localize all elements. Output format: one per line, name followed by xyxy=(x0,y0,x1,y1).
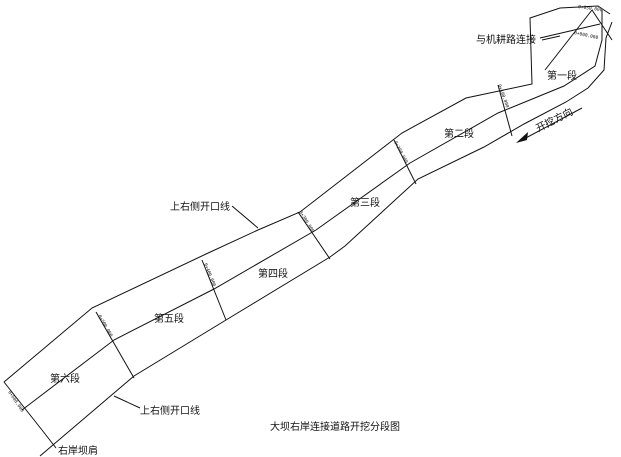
segment-label-6: 第六段 xyxy=(50,372,80,385)
leader-upper-opening xyxy=(231,205,259,229)
connector-line-1 xyxy=(544,9,593,71)
leader-connector xyxy=(541,35,561,41)
section-line-3 xyxy=(297,211,331,260)
segment-label-5: 第五段 xyxy=(154,312,184,325)
segment-label-4: 第四段 xyxy=(258,267,288,280)
connector-line-2 xyxy=(591,9,613,41)
drawing-title: 大坝右岸连接道路开挖分段图 xyxy=(270,420,400,433)
leader-dam-shoulder xyxy=(41,429,57,449)
station-label: 0+300.000 xyxy=(297,210,315,234)
upper-opening-label: 上右侧开口线 xyxy=(170,200,230,213)
lower-opening-label: 上右侧开口线 xyxy=(140,404,200,417)
lower-opening-line xyxy=(39,21,613,457)
station-label: 0+000.000 xyxy=(574,30,599,41)
connector-line-3 xyxy=(539,23,601,39)
segment-label-3: 第三段 xyxy=(350,196,380,209)
leader-lower-opening xyxy=(113,395,141,409)
dam-shoulder-label: 右岸坝肩 xyxy=(58,444,98,457)
station-label: 0+500.000 xyxy=(96,314,114,338)
section-line-2 xyxy=(393,139,417,185)
station-label: 0+600.000 xyxy=(6,390,25,414)
segment-label-2: 第二段 xyxy=(444,127,474,140)
road-centerline xyxy=(21,10,603,411)
section-line-4 xyxy=(201,259,227,321)
station-label: 0+400.000 xyxy=(202,263,217,288)
station-label: 0+050.000 xyxy=(578,4,603,13)
section-line-5 xyxy=(95,311,135,379)
excavation-direction-label: 开挖方向 xyxy=(533,105,575,135)
connector-road-label: 与机耕路连接 xyxy=(476,33,536,46)
segment-label-1: 第一段 xyxy=(547,69,577,82)
upper-opening-line xyxy=(3,5,611,383)
station-label: 0+200.000 xyxy=(392,140,409,165)
section-line-1 xyxy=(497,84,513,137)
section-line-6 xyxy=(3,381,43,431)
direction-arrow-head xyxy=(516,132,528,143)
direction-arrow-line xyxy=(521,107,583,141)
